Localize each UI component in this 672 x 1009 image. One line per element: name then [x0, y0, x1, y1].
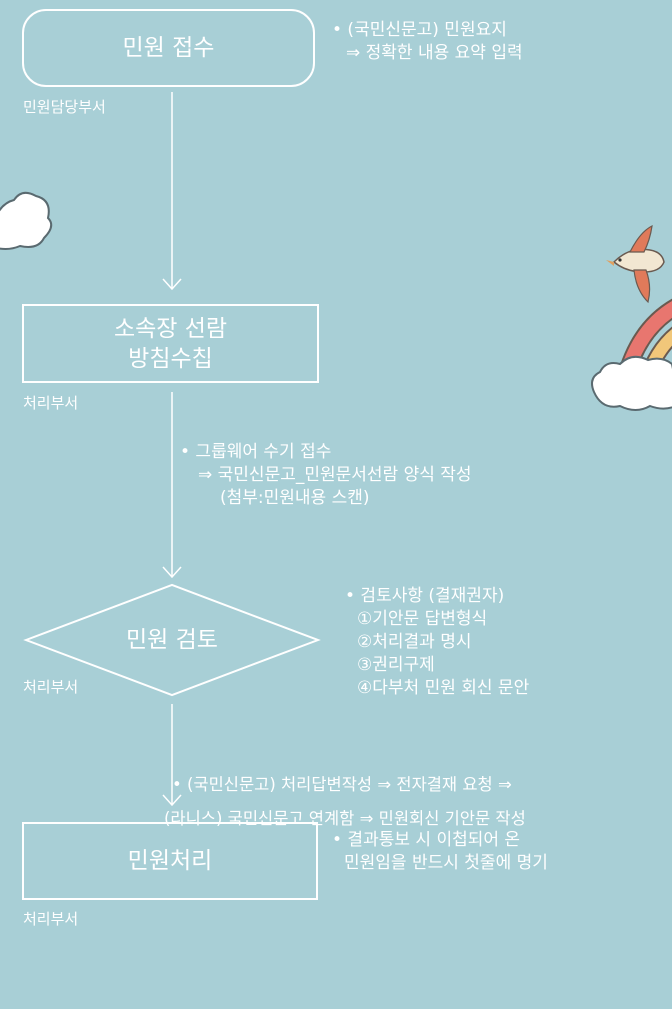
step-process-dept: 처리부서	[23, 910, 79, 928]
note-review-line: ④다부처 민원 회신 문안	[357, 678, 530, 698]
note-process: • 결과통보 시 이첩되어 온 민원임을 반드시 첫줄에 명기	[332, 829, 548, 875]
arrow-head-2	[162, 566, 182, 579]
note-reply-line: • (국민신문고) 처리답변작성 ⇒ 전자결재 요청 ⇒	[172, 775, 512, 794]
note-receive-line: ⇒ 정확한 내용 요약 입력	[346, 43, 523, 63]
review-diamond	[23, 583, 321, 697]
step-review-head-line1: 소속장 선람	[113, 315, 228, 342]
note-review-line: • 검토사항 (결재권자)	[345, 586, 505, 606]
note-groupware-line: • 그룹웨어 수기 접수	[180, 442, 332, 462]
step-review-head-line2: 방침수칩	[128, 345, 213, 372]
cloud-left	[0, 191, 53, 250]
bird-illustration	[606, 224, 665, 304]
step-review-head-dept: 처리부서	[23, 394, 79, 412]
note-review-line: ③권리구제	[357, 655, 435, 675]
step-receive-dept: 민원담당부서	[23, 98, 106, 116]
note-groupware: • 그룹웨어 수기 접수 ⇒ 국민신문고_민원문서선람 양식 작성 (첨부:민원…	[180, 441, 472, 510]
note-review-line: ②처리결과 명시	[357, 632, 472, 652]
cloud-right	[591, 355, 672, 411]
note-review-line: ①기안문 답변형식	[357, 609, 488, 629]
note-process-line: • 결과통보 시 이첩되어 온	[332, 830, 521, 850]
step-receive-box: 민원 접수	[22, 9, 315, 87]
note-receive-line: • (국민신문고) 민원요지	[332, 20, 507, 40]
note-review: • 검토사항 (결재권자) ①기안문 답변형식 ②처리결과 명시 ③권리구제 ④…	[345, 585, 529, 700]
step-review-dept: 처리부서	[23, 678, 79, 696]
note-groupware-line: (첨부:민원내용 스캔)	[220, 488, 370, 508]
step-receive-label: 민원 접수	[122, 35, 215, 61]
note-groupware-line: ⇒ 국민신문고_민원문서선람 양식 작성	[198, 465, 472, 485]
arrow-head-1	[162, 278, 182, 291]
note-process-line: 민원임을 반드시 첫줄에 명기	[344, 853, 548, 873]
step-process-box: 민원처리	[22, 822, 318, 900]
note-receive: • (국민신문고) 민원요지 ⇒ 정확한 내용 요약 입력	[332, 19, 523, 65]
step-review-head-box: 소속장 선람 방침수칩	[22, 304, 319, 383]
step-review-label: 민원 검토	[126, 627, 218, 653]
arrow-head-3	[162, 794, 182, 807]
step-process-label: 민원처리	[127, 848, 213, 874]
